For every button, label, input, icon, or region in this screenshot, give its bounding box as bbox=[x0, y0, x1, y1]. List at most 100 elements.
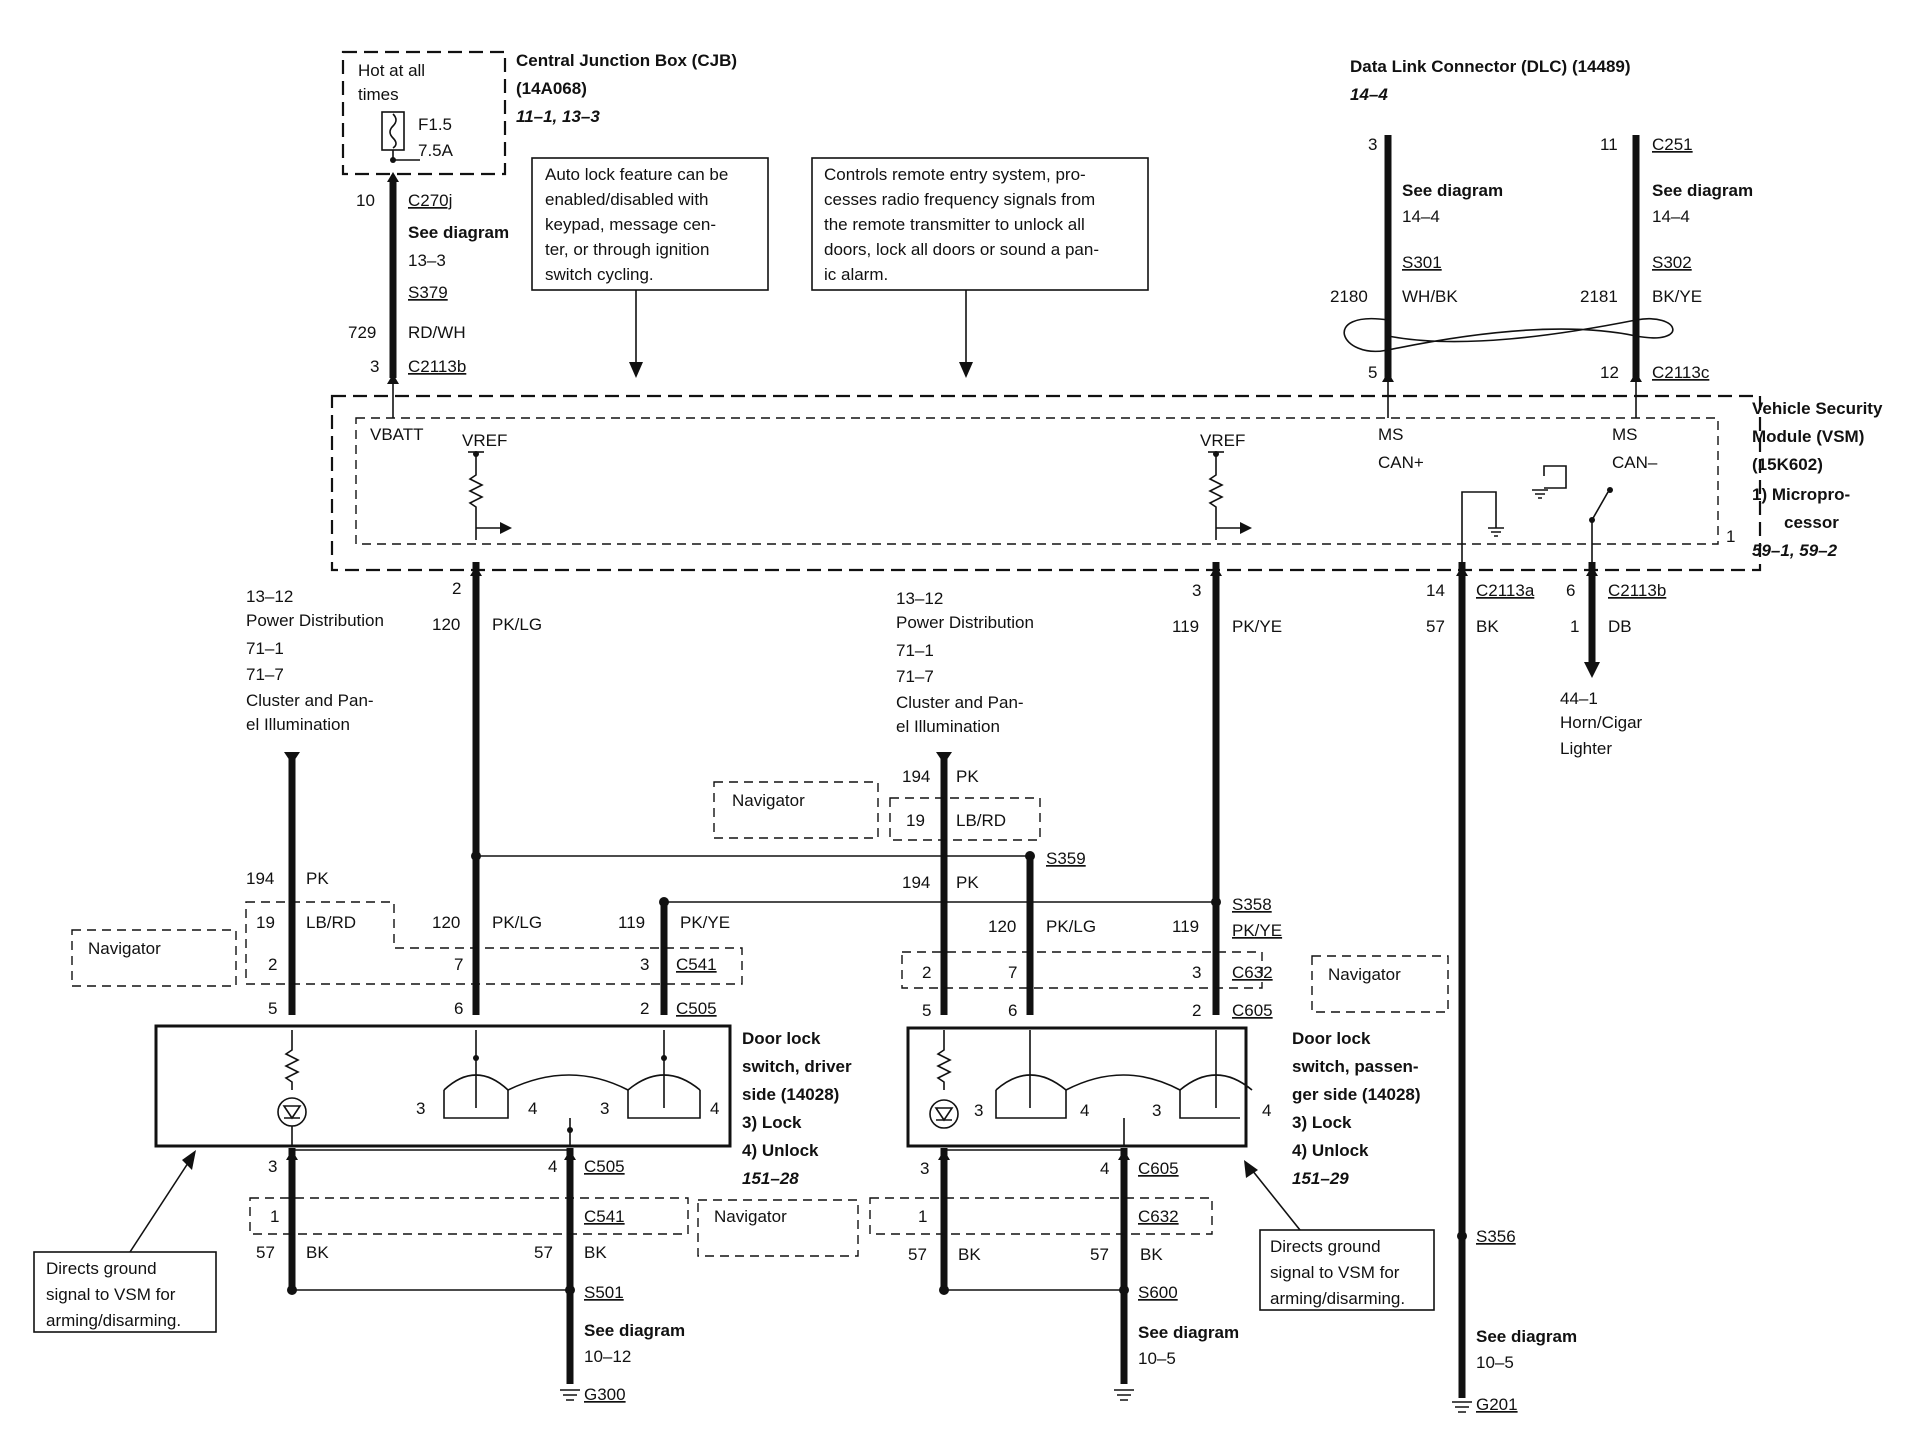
svg-text:See diagram: See diagram bbox=[1402, 181, 1503, 200]
svg-text:ger side (14028): ger side (14028) bbox=[1292, 1085, 1421, 1104]
svg-text:WH/BK: WH/BK bbox=[1402, 287, 1458, 306]
svg-text:10–5: 10–5 bbox=[1476, 1353, 1514, 1372]
svg-text:PK/YE: PK/YE bbox=[1232, 921, 1282, 940]
svg-text:C632: C632 bbox=[1232, 963, 1273, 982]
svg-text:3: 3 bbox=[640, 955, 649, 974]
horn-arrow-icon bbox=[1584, 662, 1600, 678]
svg-text:PK/LG: PK/LG bbox=[492, 913, 542, 932]
svg-text:2181: 2181 bbox=[1580, 287, 1618, 306]
svg-text:ic alarm.: ic alarm. bbox=[824, 265, 888, 284]
svg-text:C505: C505 bbox=[584, 1157, 625, 1176]
svg-text:11: 11 bbox=[1600, 135, 1618, 154]
svg-text:3) Lock: 3) Lock bbox=[1292, 1113, 1352, 1132]
svg-text:3: 3 bbox=[1192, 963, 1201, 982]
ground-icon bbox=[1488, 527, 1504, 537]
svg-text:BK: BK bbox=[306, 1243, 329, 1262]
arrow-down-icon bbox=[629, 362, 643, 378]
svg-text:151–28: 151–28 bbox=[742, 1169, 799, 1188]
svg-text:57: 57 bbox=[1426, 617, 1445, 636]
svg-text:Navigator: Navigator bbox=[732, 791, 805, 810]
power-ref-right: 13–12 Power Distribution 71–1 71–7 Clust… bbox=[896, 589, 1034, 736]
svg-text:BK: BK bbox=[958, 1245, 981, 1264]
navigator-box bbox=[697, 1199, 859, 1257]
svg-text:4) Unlock: 4) Unlock bbox=[742, 1141, 819, 1160]
svg-text:S356: S356 bbox=[1476, 1227, 1516, 1246]
svg-text:1: 1 bbox=[1570, 617, 1579, 636]
svg-text:el Illumination: el Illumination bbox=[896, 717, 1000, 736]
pin-10: 10 bbox=[356, 191, 375, 210]
see-diagram-label: See diagram bbox=[408, 223, 509, 242]
svg-text:cessor: cessor bbox=[1784, 513, 1839, 532]
svg-text:Horn/Cigar: Horn/Cigar bbox=[1560, 713, 1643, 732]
navigator-box bbox=[71, 929, 237, 987]
fuse-amps: 7.5A bbox=[418, 141, 454, 160]
svg-text:C2113b: C2113b bbox=[1608, 581, 1666, 600]
connector-c2113b: C2113b bbox=[408, 357, 466, 376]
fuse-symbol bbox=[381, 111, 405, 151]
svg-text:S358: S358 bbox=[1232, 895, 1272, 914]
svg-text:2: 2 bbox=[922, 963, 931, 982]
cjb-box bbox=[341, 50, 507, 176]
svg-text:13–12: 13–12 bbox=[246, 587, 293, 606]
twisted-pair-icon bbox=[1343, 317, 1674, 353]
svg-text:119: 119 bbox=[1172, 617, 1199, 636]
svg-text:14: 14 bbox=[1426, 581, 1445, 600]
svg-text:enabled/disabled with: enabled/disabled with bbox=[545, 190, 709, 209]
svg-text:194: 194 bbox=[902, 767, 930, 786]
svg-text:S301: S301 bbox=[1402, 253, 1442, 272]
svg-text:Auto lock feature can be: Auto lock feature can be bbox=[545, 165, 728, 184]
svg-text:ter, or through ignition: ter, or through ignition bbox=[545, 240, 709, 259]
svg-text:6: 6 bbox=[1566, 581, 1575, 600]
svg-text:Lighter: Lighter bbox=[1560, 739, 1612, 758]
svg-text:2: 2 bbox=[1192, 1001, 1201, 1020]
svg-text:C541: C541 bbox=[676, 955, 717, 974]
svg-text:Module (VSM): Module (VSM) bbox=[1752, 427, 1864, 446]
svg-text:4: 4 bbox=[710, 1099, 719, 1118]
svg-text:57: 57 bbox=[256, 1243, 275, 1262]
svg-text:signal to VSM for: signal to VSM for bbox=[46, 1285, 176, 1304]
cjb-section: Hot at all times F1.5 7.5A Central Junct… bbox=[341, 50, 737, 176]
svg-text:switch cycling.: switch cycling. bbox=[545, 265, 654, 284]
svg-text:Directs ground: Directs ground bbox=[1270, 1237, 1381, 1256]
resistor-icon bbox=[468, 452, 484, 540]
svg-text:120: 120 bbox=[432, 615, 460, 634]
led-icon bbox=[277, 1097, 307, 1127]
cjb-times-label: times bbox=[358, 85, 399, 104]
switch-contact-icon bbox=[443, 1074, 701, 1091]
svg-text:119: 119 bbox=[618, 913, 645, 932]
svg-text:Navigator: Navigator bbox=[1328, 965, 1401, 984]
vsm-vbatt-label: VBATT bbox=[370, 425, 424, 444]
pin-3: 3 bbox=[370, 357, 379, 376]
svg-text:CAN–: CAN– bbox=[1612, 453, 1658, 472]
svg-text:5: 5 bbox=[268, 999, 277, 1018]
svg-text:MS: MS bbox=[1612, 425, 1638, 444]
vsm-vref-label-2: VREF bbox=[1200, 431, 1245, 450]
svg-text:MS: MS bbox=[1378, 425, 1404, 444]
svg-text:DB: DB bbox=[1608, 617, 1632, 636]
svg-text:2: 2 bbox=[452, 579, 461, 598]
svg-text:13–12: 13–12 bbox=[896, 589, 943, 608]
wire-color-rdwh: RD/WH bbox=[408, 323, 466, 342]
svg-text:6: 6 bbox=[1008, 1001, 1017, 1020]
svg-text:arming/disarming.: arming/disarming. bbox=[46, 1311, 181, 1330]
vsm-title: Vehicle Security bbox=[1752, 399, 1883, 418]
svg-text:57: 57 bbox=[908, 1245, 927, 1264]
connector-c270j: C270j bbox=[408, 191, 452, 210]
driver-door-lock-switch: 3 4 3 4 Door lock switch, driver side (1… bbox=[154, 1024, 852, 1188]
cjb-title: Central Junction Box (CJB) bbox=[516, 51, 737, 70]
svg-text:119: 119 bbox=[1172, 917, 1199, 936]
svg-text:See diagram: See diagram bbox=[1138, 1323, 1239, 1342]
svg-text:57: 57 bbox=[1090, 1245, 1109, 1264]
svg-text:4: 4 bbox=[528, 1099, 537, 1118]
svg-text:4: 4 bbox=[1100, 1159, 1109, 1178]
horn-ref: 44–1 Horn/Cigar Lighter bbox=[1560, 689, 1643, 758]
power-ref-left: 13–12 Power Distribution 71–1 71–7 Clust… bbox=[246, 587, 384, 734]
svg-text:3: 3 bbox=[974, 1101, 983, 1120]
navigator-box bbox=[713, 781, 879, 839]
cjb-hot-label: Hot at all bbox=[358, 61, 425, 80]
svg-text:cesses radio frequency signals: cesses radio frequency signals from bbox=[824, 190, 1095, 209]
svg-text:PK: PK bbox=[306, 869, 329, 888]
svg-text:151–29: 151–29 bbox=[1292, 1169, 1349, 1188]
vsm-module: VBATT VREF VREF MS CAN+ MS CAN– 1 Vehicl… bbox=[330, 394, 1883, 572]
svg-text:3: 3 bbox=[416, 1099, 425, 1118]
